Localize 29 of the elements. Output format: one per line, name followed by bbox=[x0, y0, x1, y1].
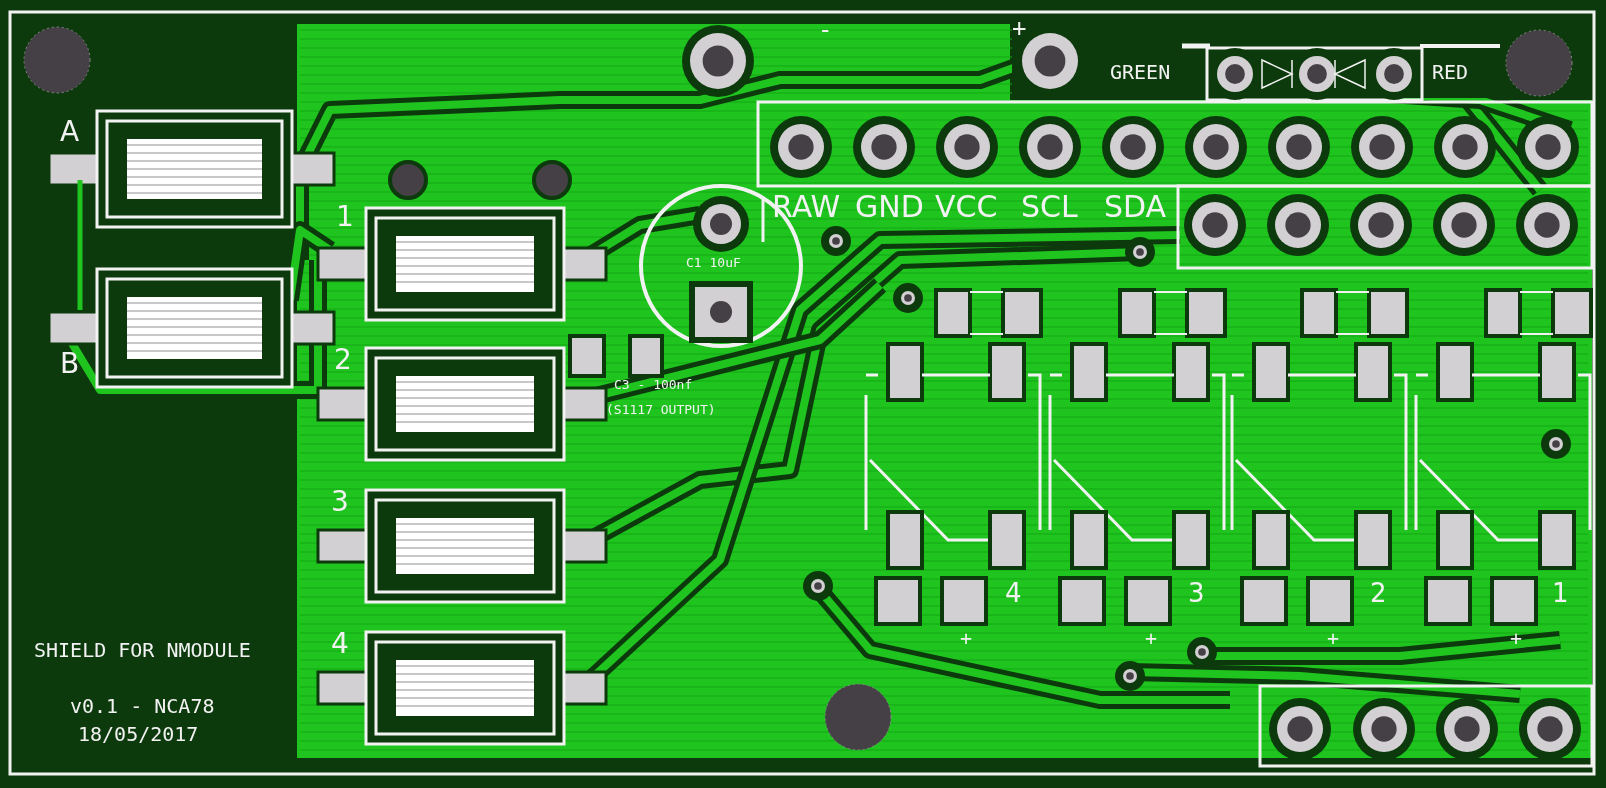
silkscreen-label: RED bbox=[1432, 62, 1469, 82]
board-info-text: v0.1 - NCA78 bbox=[70, 696, 215, 716]
silkscreen-label: 3 bbox=[1188, 580, 1205, 606]
silkscreen-label: C3 - 100nf bbox=[614, 378, 693, 391]
silkscreen-label: + bbox=[1012, 16, 1027, 40]
silkscreen-label: SDA bbox=[1104, 192, 1167, 222]
silkscreen-label: 2 bbox=[1370, 580, 1387, 606]
silkscreen-label: 1 bbox=[336, 203, 354, 231]
board-info-text: SHIELD FOR NMODULE bbox=[34, 640, 251, 660]
silkscreen-label: A bbox=[60, 118, 80, 146]
silkscreen-label: B bbox=[60, 350, 80, 378]
silkscreen-label: C1 10uF bbox=[686, 256, 741, 269]
silkscreen-label: 1 bbox=[1552, 580, 1569, 606]
silkscreen-label: 3 bbox=[331, 488, 349, 516]
silkscreen-label: 4 bbox=[1005, 580, 1022, 606]
silkscreen-label: + bbox=[1327, 628, 1340, 648]
silkscreen-label: RAW bbox=[772, 192, 841, 222]
silkscreen-label: GND bbox=[855, 192, 924, 222]
silkscreen-label: + bbox=[960, 628, 973, 648]
silkscreen-label: VCC bbox=[935, 192, 998, 222]
silkscreen-label: GREEN bbox=[1110, 62, 1171, 82]
silkscreen-label: - bbox=[818, 18, 833, 42]
silkscreen-label: + bbox=[1145, 628, 1158, 648]
silkscreen-label: + bbox=[1510, 628, 1523, 648]
silkscreen-label: 2 bbox=[334, 346, 352, 374]
silkscreen-label: (S1117 OUTPUT) bbox=[606, 403, 716, 416]
silkscreen-label: 4 bbox=[331, 630, 349, 658]
board-info-text: 18/05/2017 bbox=[78, 724, 199, 744]
silkscreen-label: SCL bbox=[1021, 192, 1078, 222]
